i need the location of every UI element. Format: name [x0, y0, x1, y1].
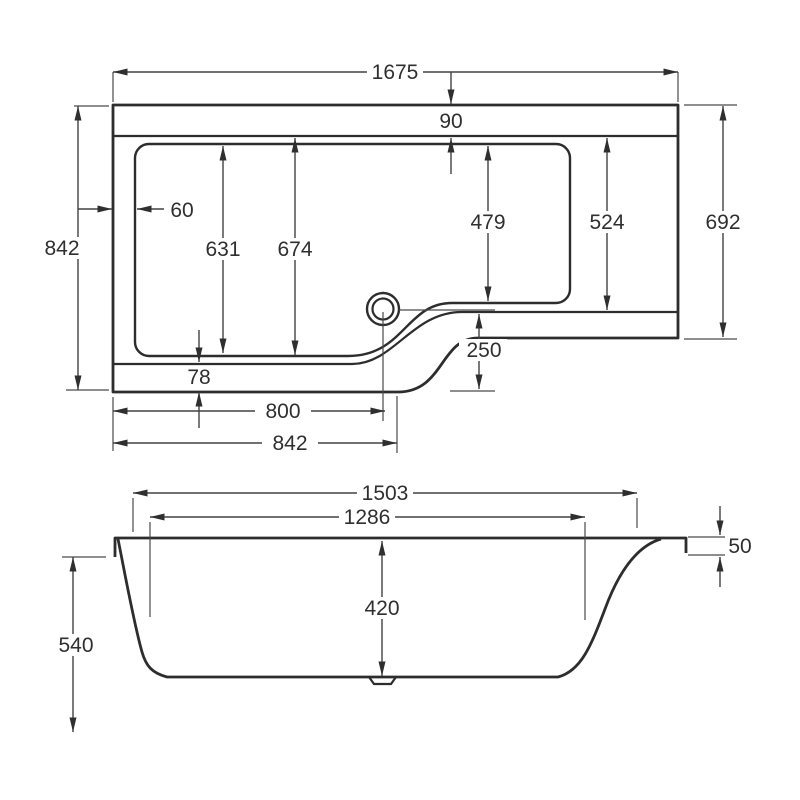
- dim-shower-section-width: 524: [583, 138, 631, 310]
- dim-overall-length: 1675: [112, 61, 679, 102]
- plan-basin-outline: [133, 142, 572, 358]
- dim-800-label: 800: [265, 400, 300, 423]
- dim-540-label: 540: [58, 634, 93, 657]
- elevation-drain-notch: [368, 676, 397, 686]
- dim-420-label: 420: [364, 597, 399, 620]
- dim-rim-side: 60: [78, 199, 194, 222]
- dim-top-length: 1503: [132, 482, 638, 532]
- plan-rim-line-bottom: [113, 310, 678, 366]
- dim-step-offset: 250: [399, 309, 507, 392]
- dim-842-left-label: 842: [44, 237, 79, 260]
- elevation-profile: [116, 537, 662, 679]
- dim-rim-height: 50: [688, 506, 752, 587]
- dim-1503-label: 1503: [362, 482, 409, 505]
- plan-view: 1675 90 842 60: [38, 61, 747, 455]
- dim-basin-length: 1286: [149, 506, 586, 620]
- dim-524-label: 524: [589, 211, 624, 234]
- dim-1675-label: 1675: [372, 61, 419, 84]
- dim-width-left: 842: [38, 105, 109, 391]
- dim-basin-length-b: 674: [271, 138, 319, 355]
- elevation-top-edge: [113, 536, 688, 557]
- plan-outer-outline: [111, 103, 680, 394]
- dim-631-label: 631: [205, 238, 240, 261]
- dim-479-label: 479: [470, 211, 505, 234]
- dim-width-right: 692: [684, 104, 747, 340]
- dim-rim-bottom: 78: [187, 330, 211, 428]
- dim-shower-basin-width: 479: [464, 146, 512, 301]
- dim-basin-depth: 420: [358, 541, 406, 676]
- dim-90-label: 90: [439, 110, 462, 133]
- dim-842-bottom-label: 842: [272, 432, 307, 455]
- dim-78-label: 78: [187, 366, 210, 389]
- dim-50-label: 50: [728, 535, 751, 558]
- dim-end-width: 842: [113, 396, 398, 455]
- dim-1286-label: 1286: [344, 506, 391, 529]
- dim-692-label: 692: [705, 211, 740, 234]
- dim-drain-position: 800: [112, 312, 385, 451]
- dim-overall-height: 540: [52, 556, 106, 732]
- dim-674-label: 674: [277, 238, 312, 261]
- elevation-view: 1503 1286 50 420: [52, 482, 752, 732]
- dim-basin-length-a: 631: [199, 146, 247, 353]
- dim-60-label: 60: [170, 199, 193, 222]
- dim-rim-top: 90: [439, 72, 463, 174]
- dim-250-label: 250: [466, 339, 501, 362]
